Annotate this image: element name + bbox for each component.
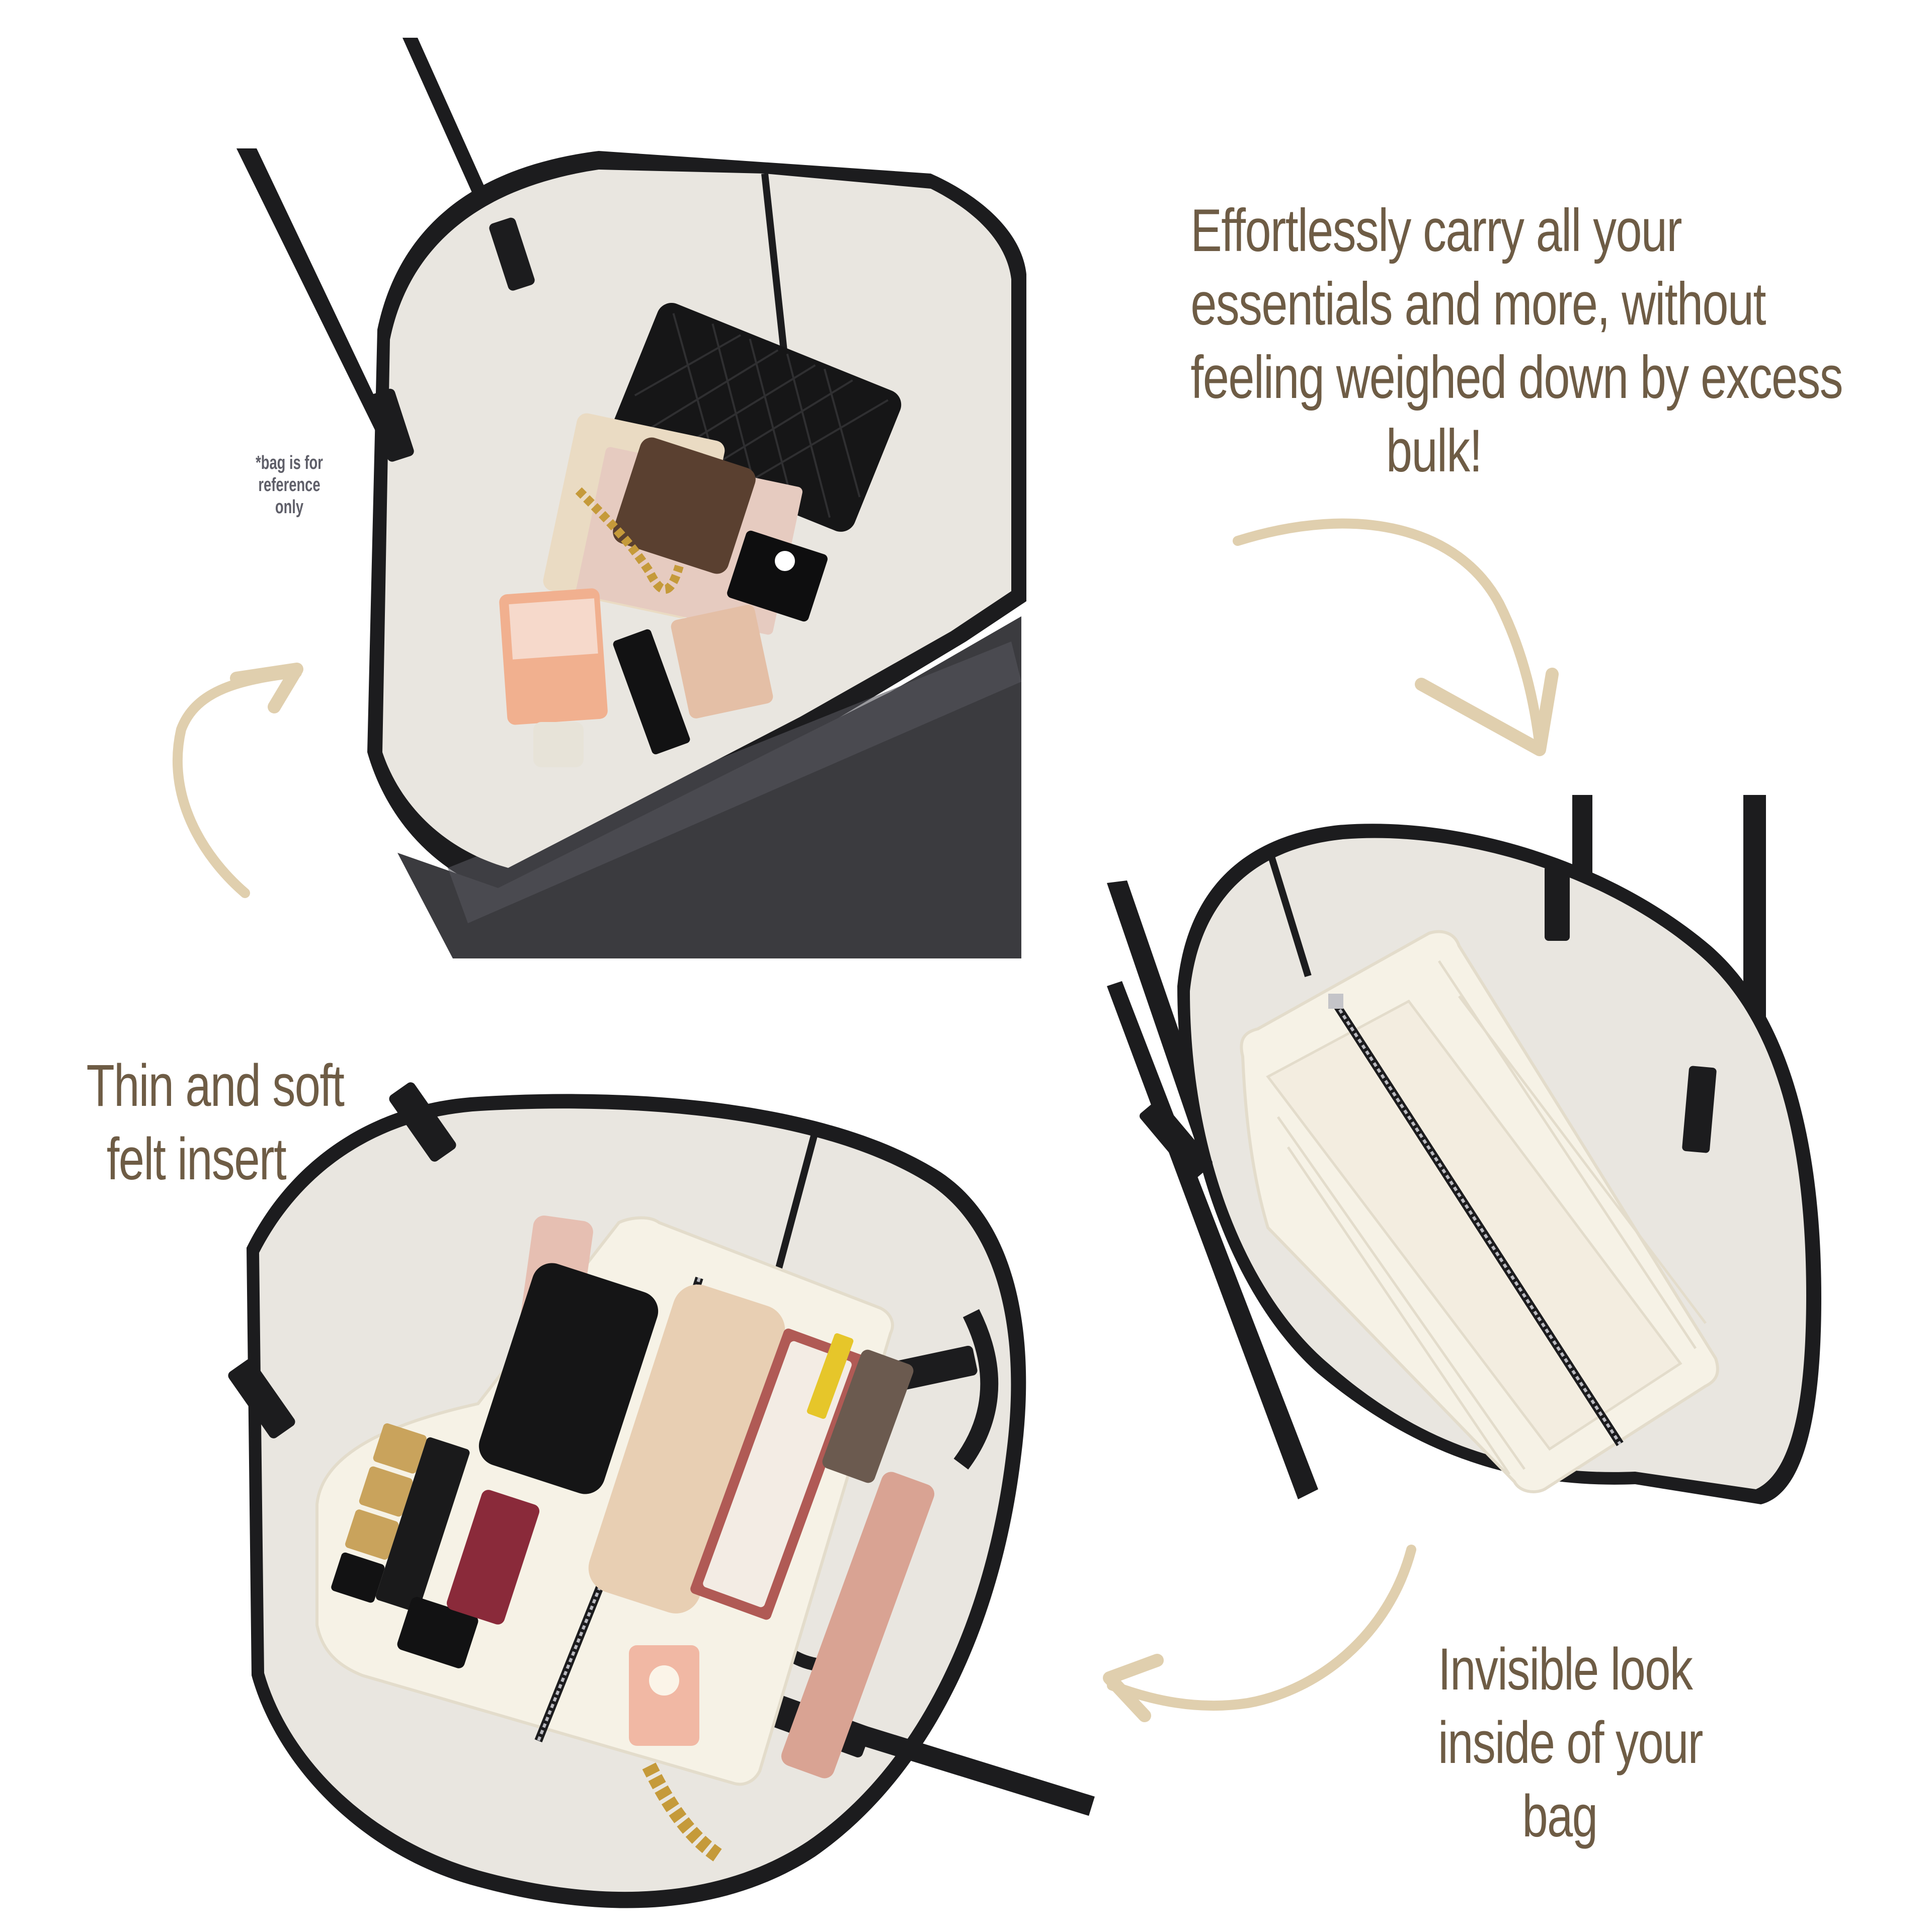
caption-line: essentials and more, without	[1190, 270, 1766, 338]
caption-line: inside of your	[1438, 1710, 1703, 1776]
disclaimer-line: only	[275, 497, 304, 518]
disclaimer-line: reference	[258, 474, 320, 496]
photo-empty-insert-in-bag	[1107, 795, 1821, 1504]
caption-line: bag	[1522, 1783, 1598, 1849]
caption-invisible-look: Invisible look inside of your bag	[1438, 1633, 1703, 1853]
caption-thin-soft-felt: Thin and soft felt insert	[86, 1049, 345, 1196]
caption-line: bulk!	[1386, 417, 1482, 485]
caption-line: Effortlessly carry all your	[1190, 197, 1682, 264]
disclaimer-line: *bag is for	[256, 452, 323, 473]
disclaimer-note: *bag is for reference only	[251, 452, 327, 518]
photo-bag-without-insert	[236, 38, 1026, 958]
caption-line: felt insert	[106, 1126, 287, 1192]
caption-line: Thin and soft	[86, 1053, 345, 1119]
photo-filled-insert-in-bag	[228, 1082, 1095, 1908]
caption-line: Invisible look	[1438, 1636, 1693, 1703]
